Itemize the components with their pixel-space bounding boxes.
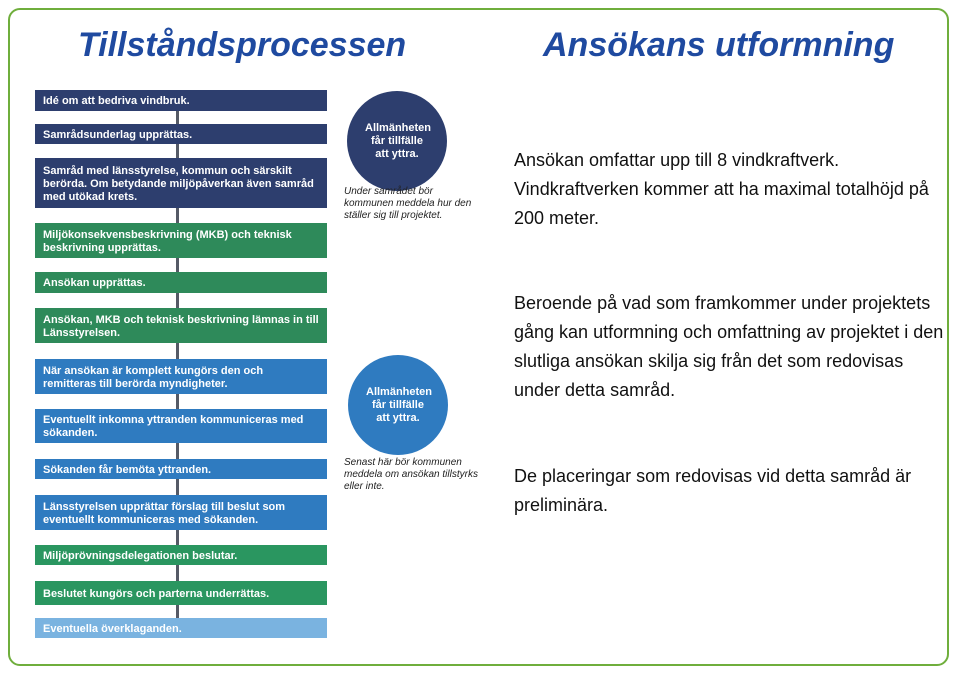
consultation-note: Under samrådet bör kommunen meddela hur … <box>344 186 472 221</box>
application-paragraph: Ansökan omfattar upp till 8 vindkraftver… <box>514 150 929 228</box>
process-step: Beslutet kungörs och parterna underrätta… <box>35 581 327 605</box>
process-step: Miljöprövningsdelegationen beslutar. <box>35 545 327 565</box>
process-step: Idé om att bedriva vindbruk. <box>35 90 327 111</box>
slide-frame <box>8 8 949 666</box>
circle-text: Allmänheten får tillfälle att yttra. <box>366 385 433 424</box>
process-step: Miljökonsekvensbeskrivning (MKB) och tek… <box>35 223 327 258</box>
application-title: Ansökans utformning <box>543 26 895 64</box>
public-consultation-circle: Allmänheten får tillfälle att yttra. <box>347 91 447 191</box>
process-step: När ansökan är komplett kungörs den och … <box>35 359 327 394</box>
process-step: Samråd med länsstyrelse, kommun och särs… <box>35 158 327 208</box>
consultation-note: Senast här bör kommunen meddela om ansök… <box>344 457 478 492</box>
process-step: Samrådsunderlag upprättas. <box>35 124 327 144</box>
process-title: Tillståndsprocessen <box>78 26 407 64</box>
application-paragraph: De placeringar som redovisas vid detta s… <box>514 466 912 515</box>
application-paragraph: Beroende på vad som framkommer under pro… <box>514 293 944 400</box>
public-consultation-circle: Allmänheten får tillfälle att yttra. <box>348 355 448 455</box>
process-step: Eventuella överklaganden. <box>35 618 327 638</box>
process-step: Ansökan upprättas. <box>35 272 327 293</box>
process-step: Ansökan, MKB och teknisk beskrivning läm… <box>35 308 327 343</box>
process-step: Eventuellt inkomna yttranden kommunicera… <box>35 409 327 443</box>
process-step: Länsstyrelsen upprättar förslag till bes… <box>35 495 327 530</box>
process-step: Sökanden får bemöta yttranden. <box>35 459 327 479</box>
circle-text: Allmänheten får tillfälle att yttra. <box>365 121 432 160</box>
